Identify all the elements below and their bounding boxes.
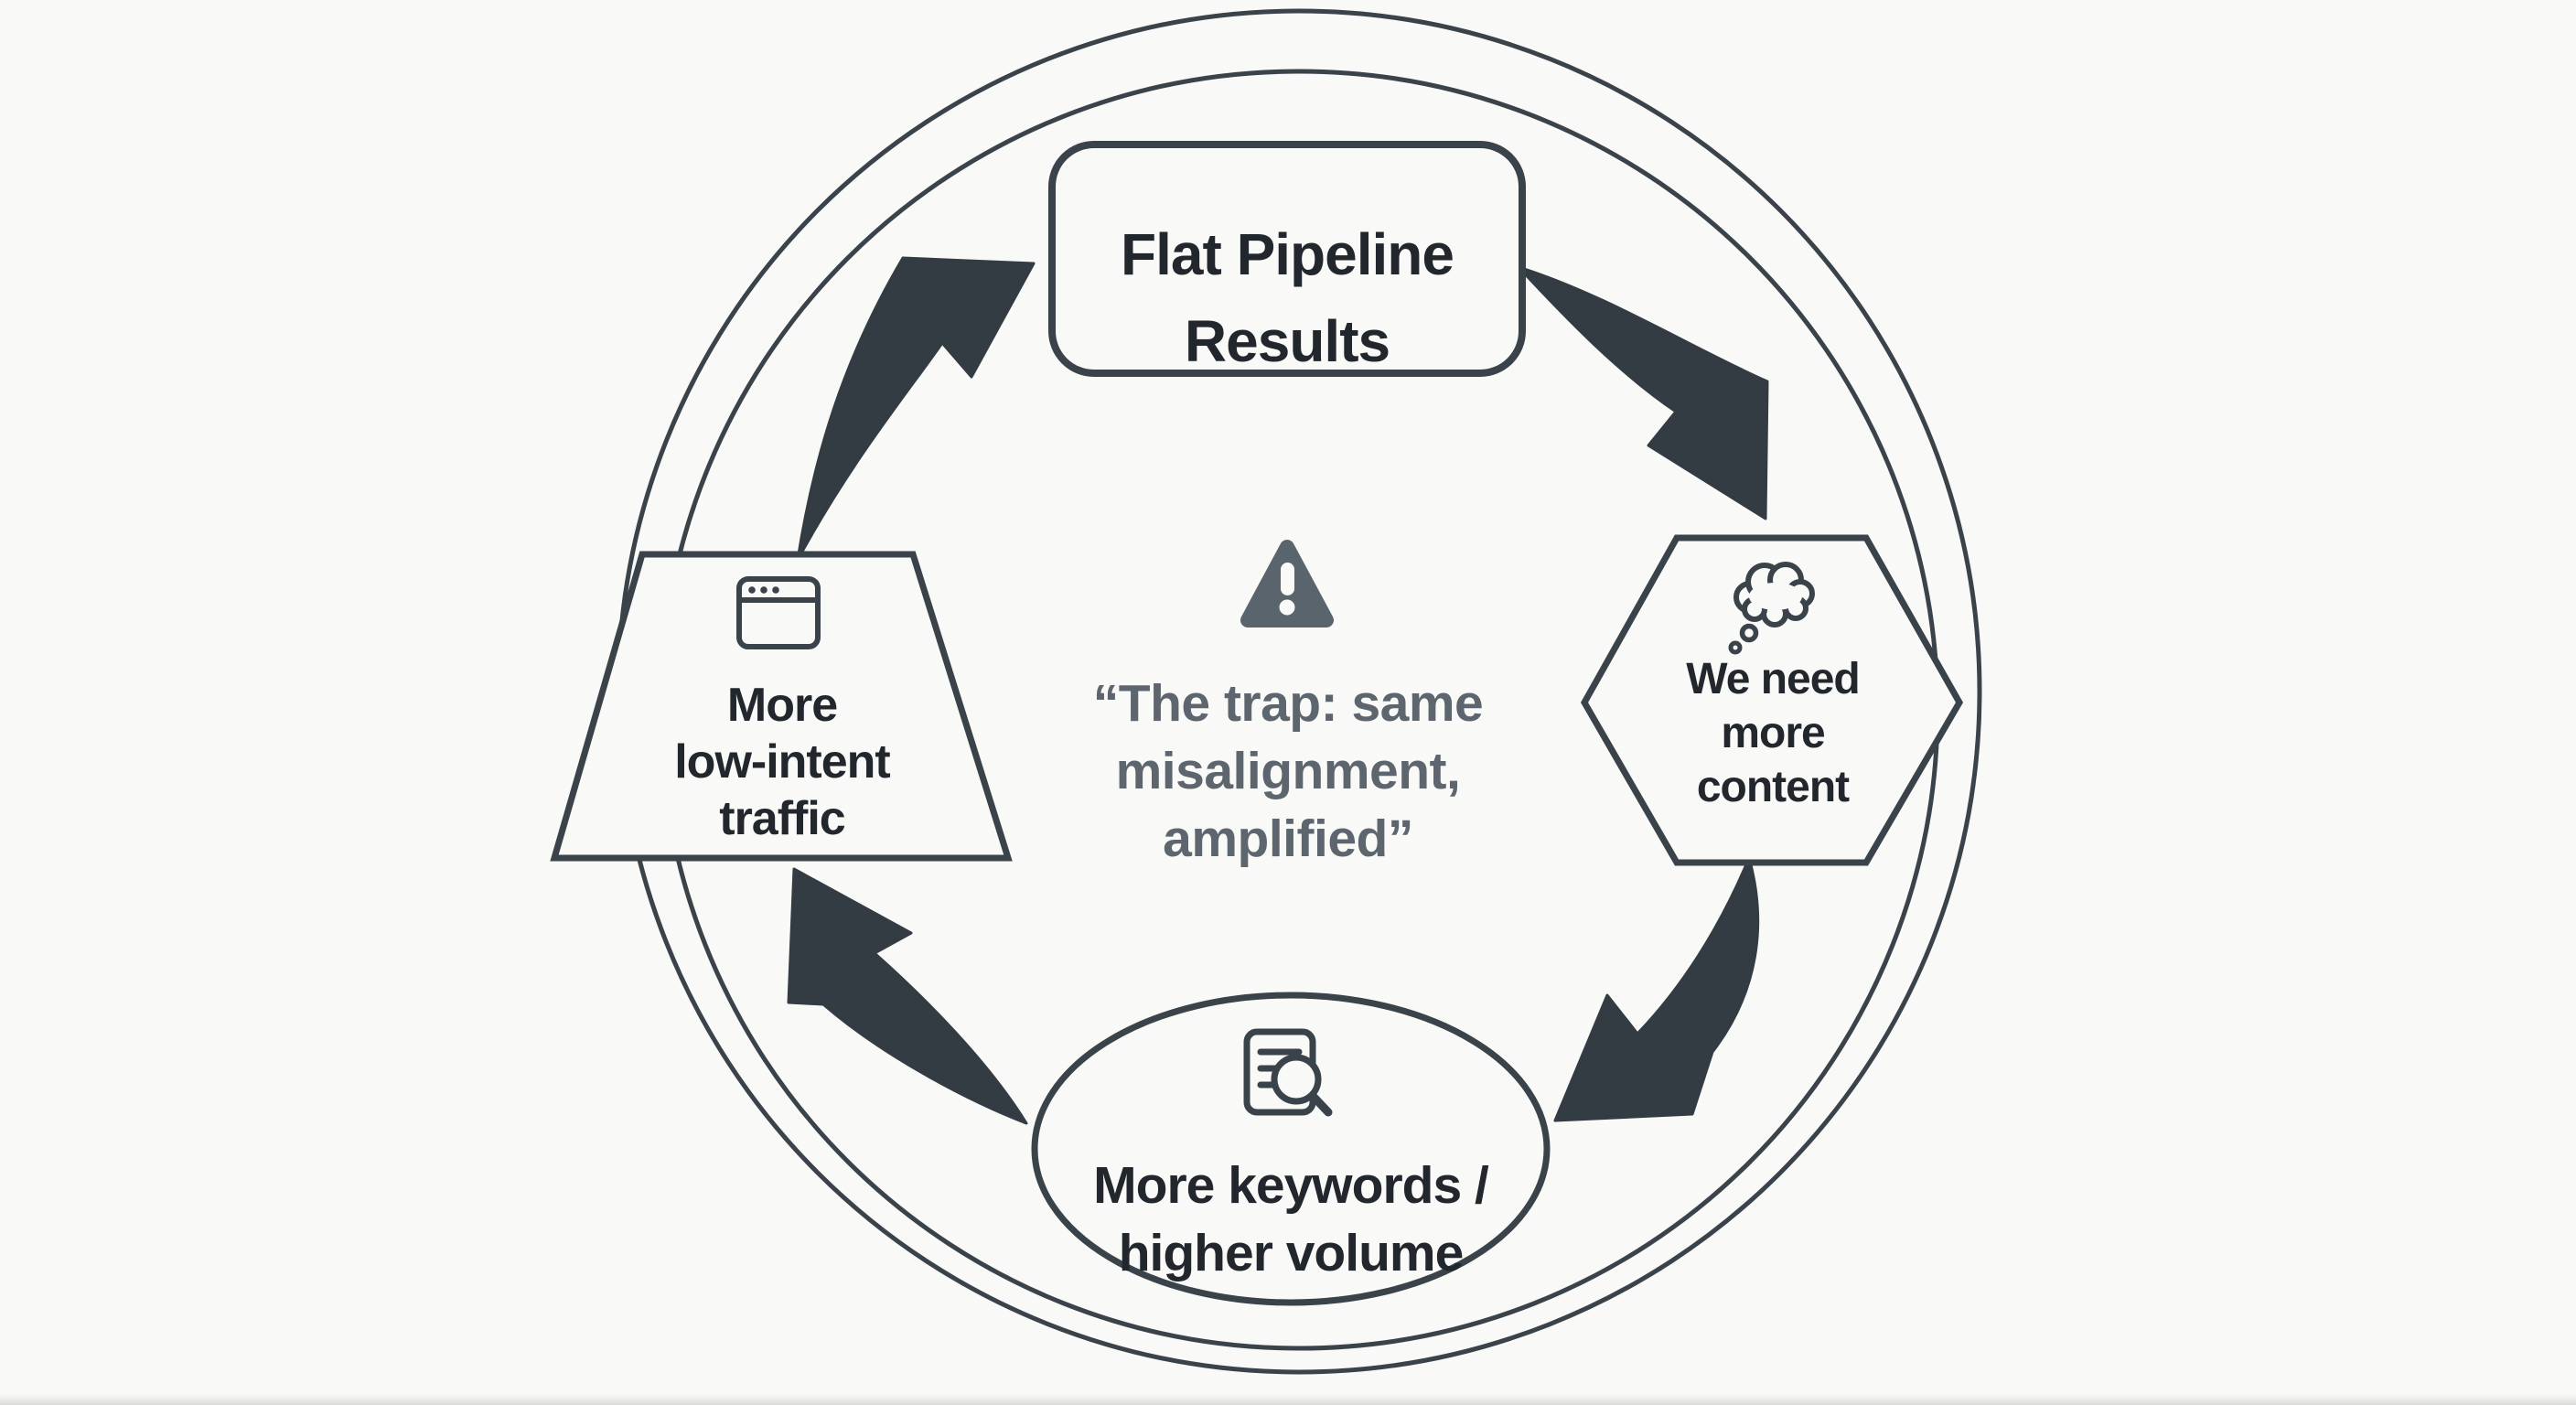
label-line: Results <box>1184 308 1390 374</box>
quote-line: misalignment, <box>1115 742 1461 800</box>
label-line: traffic <box>719 792 845 845</box>
node-low-intent-traffic-label: More low-intent traffic <box>576 677 988 847</box>
thought-bubble-icon <box>1728 562 1815 655</box>
document-search-icon <box>1243 1028 1333 1117</box>
node-low-intent-traffic-shape <box>550 551 1013 862</box>
browser-window-icon <box>736 576 821 649</box>
warning-triangle-icon <box>1240 540 1334 627</box>
bottom-edge-shadow <box>0 1394 2576 1405</box>
node-flat-pipeline-results-shape <box>1048 141 1526 377</box>
arrow-trapezoid-to-box <box>796 256 1036 562</box>
node-we-need-more-content-label: We need more content <box>1610 652 1936 814</box>
label-line: content <box>1696 763 1850 811</box>
arrow-hexagon-to-ellipse <box>1553 856 1760 1122</box>
quote-line: “The trap: same <box>1092 674 1484 733</box>
node-flat-pipeline-results-label: Flat Pipeline Results <box>1052 211 1522 385</box>
label-line: We need <box>1686 655 1861 703</box>
label-line: more <box>1721 709 1825 757</box>
node-more-keywords-label: More keywords / higher volume <box>1044 1152 1538 1287</box>
arrow-ellipse-to-trapezoid <box>787 867 1028 1125</box>
quote-line: amplified” <box>1163 810 1413 868</box>
label-line: Flat Pipeline <box>1121 221 1454 287</box>
label-line: More <box>726 679 838 732</box>
label-line: More keywords / <box>1093 1156 1489 1215</box>
arrow-box-to-hexagon <box>1517 265 1769 520</box>
label-line: higher volume <box>1118 1224 1465 1282</box>
node-we-need-more-content-shape <box>1580 534 1964 866</box>
node-more-keywords-shape <box>1031 992 1551 1306</box>
center-quote: “The trap: same misalignment, amplified” <box>1014 670 1562 873</box>
label-line: low-intent <box>674 735 891 788</box>
